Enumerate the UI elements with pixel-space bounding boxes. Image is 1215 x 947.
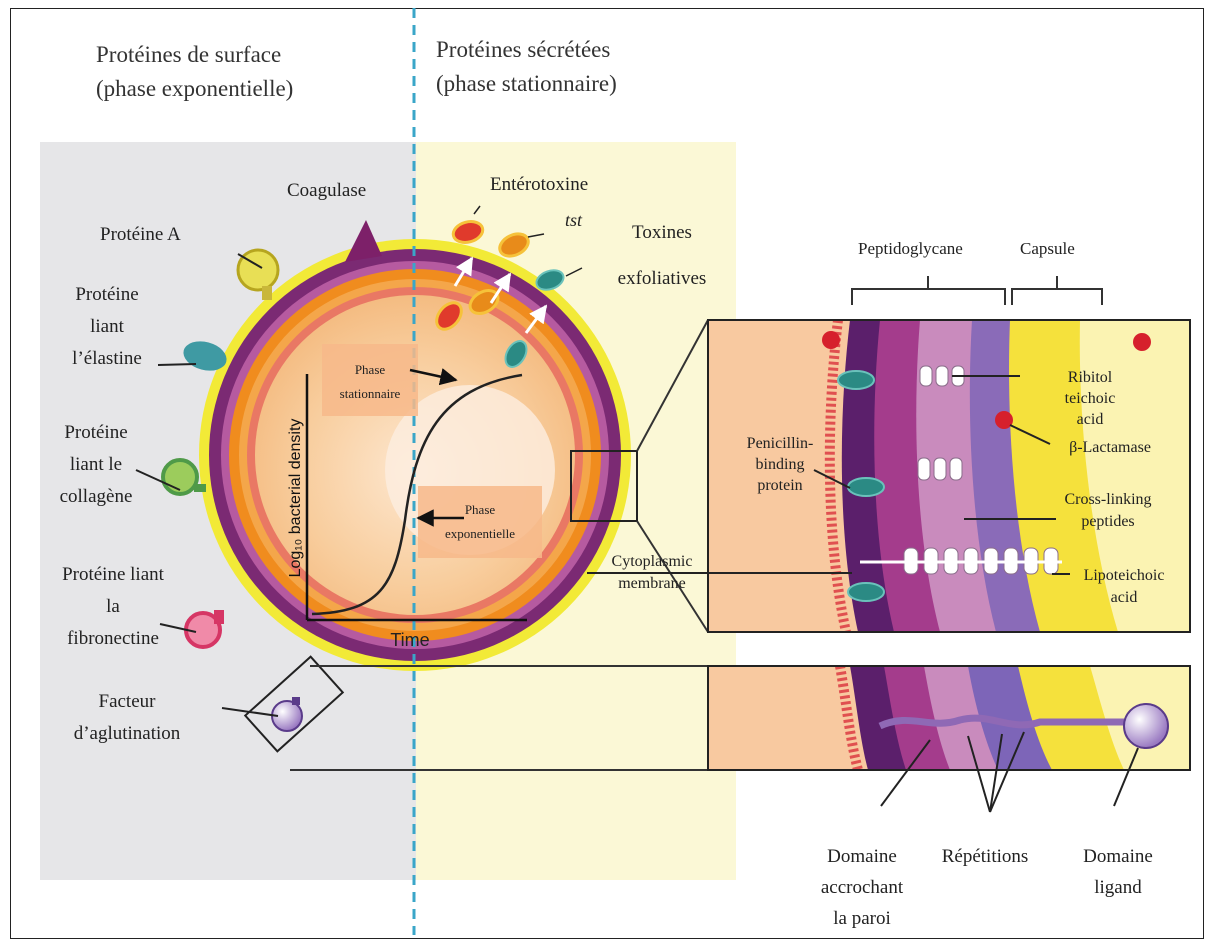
ligand-domain-label-1: Domaine: [1083, 846, 1153, 867]
coagulase-label: Coagulase: [287, 180, 366, 201]
cytoplasmic-label-1: Cytoplasmic: [612, 553, 693, 570]
clumping-label-2: d’aglutination: [74, 723, 181, 744]
lipoteichoic-label-1: Lipoteichoic: [1084, 567, 1165, 584]
protein-a-label: Protéine A: [100, 224, 181, 245]
pbp-label-1: Penicillin-: [747, 435, 814, 452]
fibronectin-label-3: fibronectine: [67, 628, 159, 649]
clumping-label-1: Facteur: [99, 691, 157, 712]
lipoteichoic-label-2: acid: [1111, 589, 1138, 606]
curve-y-label: Log₁₀ bacterial density: [287, 419, 304, 578]
exponential-label-2: exponentielle: [445, 526, 515, 541]
elastin-label-3: l’élastine: [72, 348, 142, 369]
collagen-label-2: liant le: [70, 454, 122, 475]
crosslink-label-2: peptides: [1081, 513, 1134, 530]
elastin-label-2: liant: [90, 316, 124, 337]
adhesin-detail-panel: [708, 666, 1190, 770]
peptidoglycan-bracket: [852, 289, 1005, 305]
pbp-label-2: binding: [756, 456, 805, 473]
enterotoxin-label: Entérotoxine: [490, 174, 588, 195]
crosslink-label-1: Cross-linking: [1064, 491, 1151, 508]
anchor-domain-label-3: la paroi: [833, 908, 891, 929]
beta-lactamase-icon: [822, 331, 840, 349]
cytoplasmic-label-2: membrane: [618, 575, 686, 592]
tst-label: tst: [565, 210, 583, 230]
ribitol-label-2: teichoic: [1065, 390, 1116, 407]
stationary-label-2: stationnaire: [340, 386, 401, 401]
beta-lactamase-label: β-Lactamase: [1069, 439, 1151, 456]
fibronectin-label-1: Protéine liant: [62, 564, 165, 585]
anchor-domain-label-2: accrochant: [821, 877, 904, 898]
peptidoglycan-label: Peptidoglycane: [858, 239, 963, 258]
elastin-label-1: Protéine: [75, 284, 138, 305]
secreted-heading-line2: (phase stationnaire): [436, 71, 617, 96]
anchor-domain-label-1: Domaine: [827, 846, 897, 867]
capsule-bracket: [1012, 289, 1102, 305]
fibronectin-label-2: la: [106, 596, 120, 617]
ribitol-label-1: Ribitol: [1068, 369, 1113, 386]
collagen-label-3: collagène: [60, 486, 133, 507]
ribitol-label-3: acid: [1077, 411, 1104, 428]
curve-x-label: Time: [390, 630, 429, 650]
repeats-label: Répétitions: [942, 846, 1029, 867]
exfoliative-label-1: Toxines: [632, 222, 692, 243]
surface-heading-line2: (phase exponentielle): [96, 76, 293, 101]
wall-detail-panel: [708, 320, 1190, 632]
exfoliative-label-2: exfoliatives: [618, 268, 707, 289]
pbp-label-3: protein: [757, 477, 802, 494]
stationary-label-1: Phase: [355, 362, 386, 377]
capsule-label: Capsule: [1020, 239, 1075, 258]
secreted-heading-line1: Protéines sécrétées: [436, 37, 610, 62]
surface-heading-line1: Protéines de surface: [96, 42, 281, 67]
collagen-label-1: Protéine: [64, 422, 127, 443]
exponential-label-1: Phase: [465, 502, 496, 517]
stationary-label-box: [322, 344, 418, 416]
exponential-label-box: [418, 486, 542, 558]
ligand-domain-label-2: ligand: [1094, 877, 1142, 898]
